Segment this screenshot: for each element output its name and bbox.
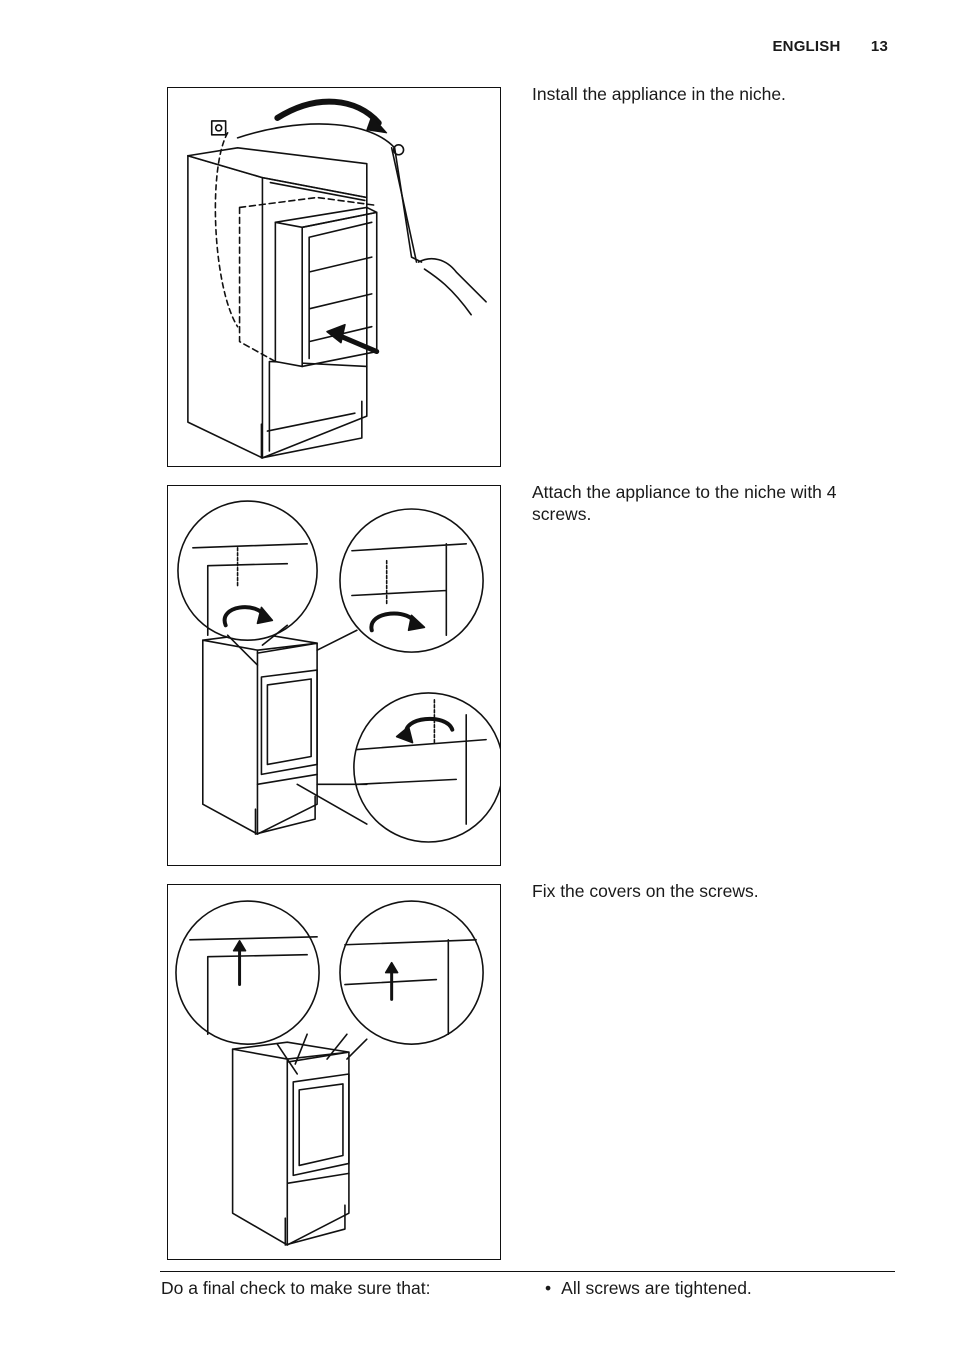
step-covers-text: Fix the covers on the screws. xyxy=(532,881,759,901)
install-appliance-illustration xyxy=(167,87,501,467)
step-attach-text: Attach the appliance to the niche with 4… xyxy=(532,482,837,524)
section-divider xyxy=(160,1271,895,1272)
list-item: All screws are tightened. xyxy=(545,1277,752,1299)
section-title: ENGLISH xyxy=(772,38,841,55)
page-header: ENGLISH 13 xyxy=(772,38,888,55)
final-check-intro: Do a final check to make sure that: xyxy=(161,1278,431,1298)
final-check-list: All screws are tightened. xyxy=(545,1277,752,1299)
page-number: 13 xyxy=(870,38,888,55)
step-install-text: Install the appliance in the niche. xyxy=(532,84,786,104)
attach-screws-illustration xyxy=(167,485,501,866)
fix-covers-illustration xyxy=(167,884,501,1260)
